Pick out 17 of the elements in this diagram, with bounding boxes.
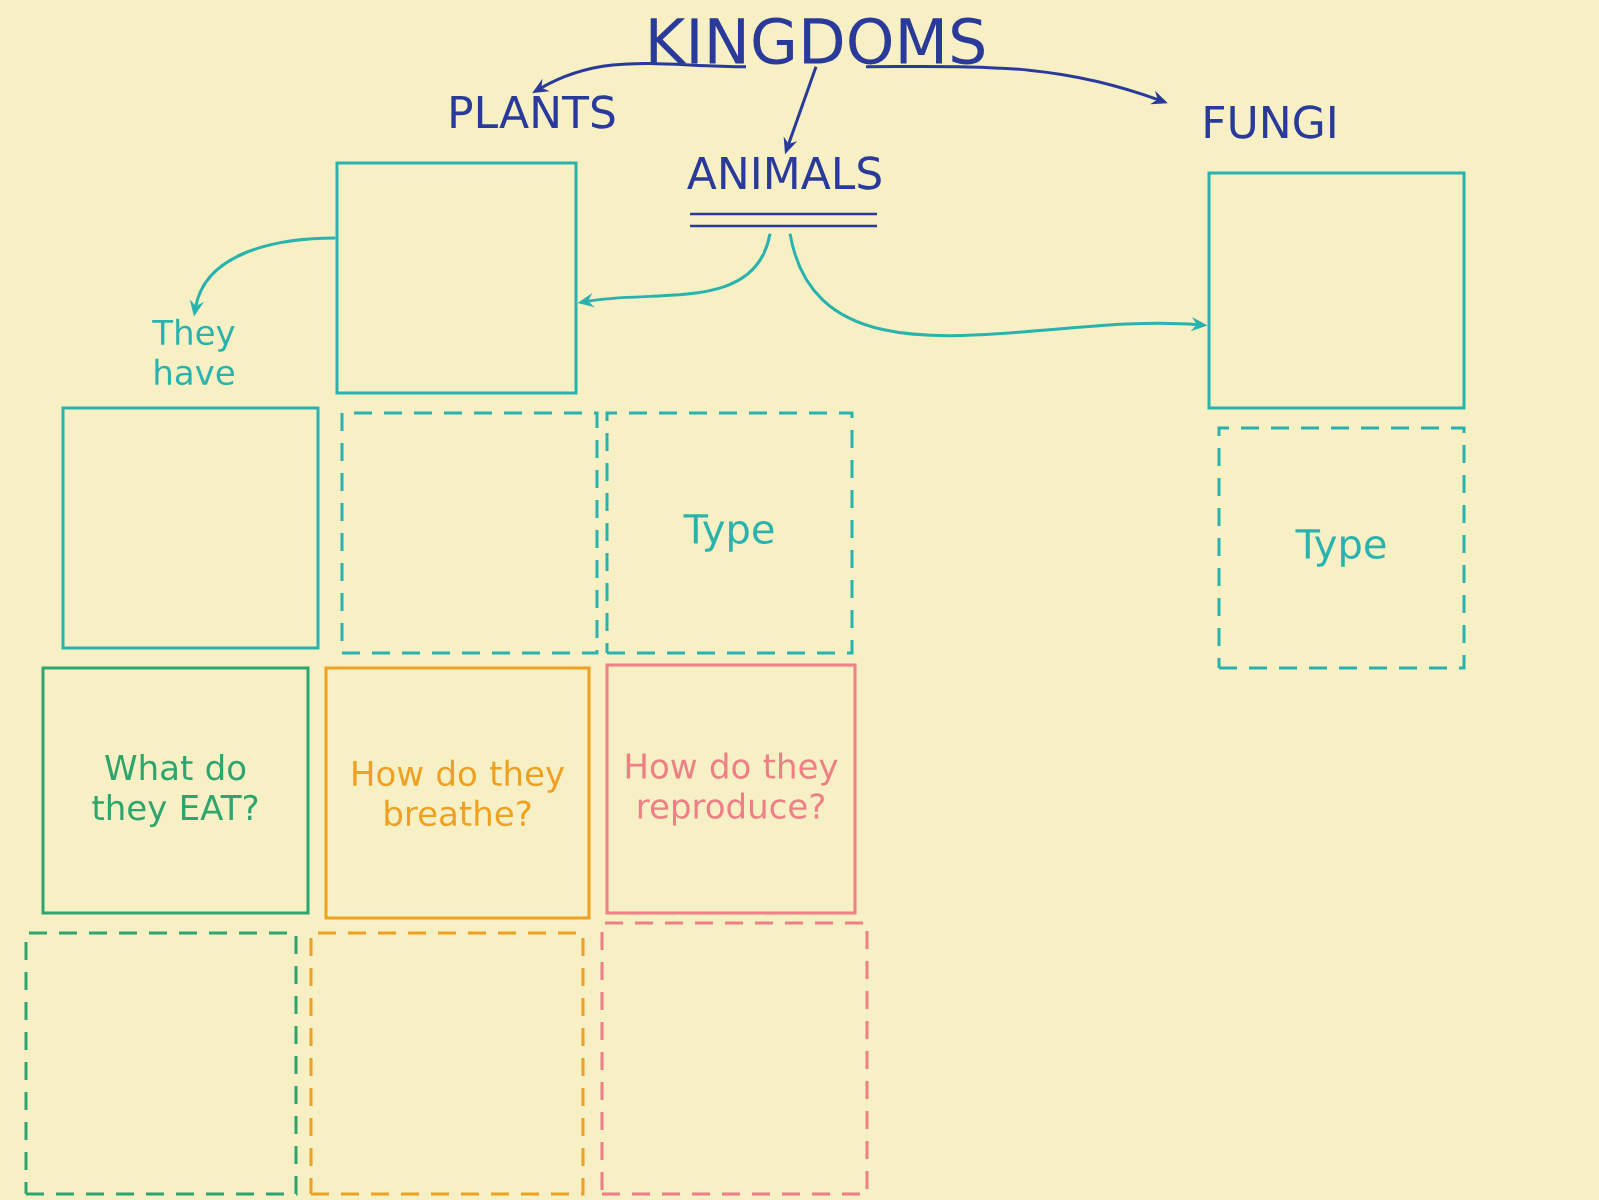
note-text: They have [152, 318, 235, 386]
question-box: How do they breathe? [324, 666, 591, 920]
empty-box [61, 406, 320, 650]
label-text: PLANTS [451, 95, 615, 129]
dashed-box [24, 931, 298, 1196]
label-text: FUNGI [1205, 105, 1335, 139]
question-box: What do they EAT? [41, 666, 310, 915]
heading-text: KINGDOMS [650, 17, 984, 65]
dashed-box: Type [605, 411, 854, 655]
question-box: How do they reproduce? [605, 663, 857, 915]
empty-box [335, 161, 578, 395]
dashed-box [309, 931, 585, 1196]
dashed-box [340, 411, 599, 655]
label-text: ANIMALS [687, 156, 881, 190]
empty-box [1207, 171, 1466, 410]
dashed-box [600, 921, 869, 1196]
dashed-box: Type [1217, 426, 1466, 670]
